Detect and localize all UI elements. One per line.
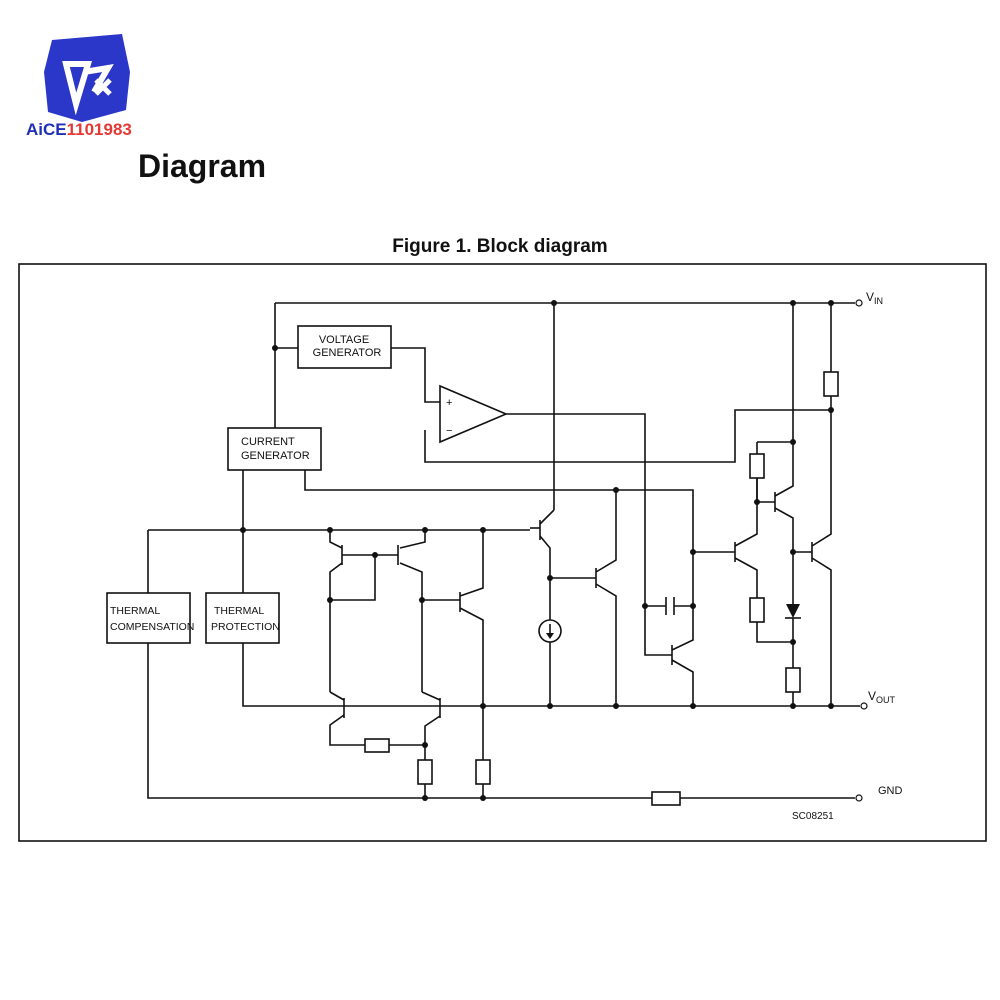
thermal-compensation-block: THERMAL COMPENSATION	[106, 592, 194, 644]
resistors	[364, 371, 839, 806]
vout-terminal: VOUT	[860, 689, 896, 710]
vin-terminal: VIN	[855, 290, 883, 307]
resistor	[651, 791, 681, 806]
gnd-terminal: GND	[855, 785, 903, 802]
opamp-minus-label: −	[446, 425, 452, 437]
resistor	[823, 371, 839, 397]
opamp-triangle	[439, 384, 509, 444]
block-label: GENERATOR	[313, 347, 382, 359]
gnd-label: GND	[878, 785, 903, 797]
resistor	[785, 667, 801, 693]
diagram-frame	[18, 263, 987, 842]
figure-code: SC08251	[792, 811, 834, 822]
block-label: VOLTAGE	[319, 334, 369, 346]
wiring	[147, 302, 860, 799]
resistor	[417, 759, 433, 785]
vout-label: VOUT	[868, 689, 896, 705]
brand-name: AiCE1101983	[26, 120, 132, 140]
junction-dots	[240, 300, 834, 801]
block-label: GENERATOR	[241, 450, 310, 462]
opamp: + −	[439, 384, 509, 444]
resistor	[749, 453, 765, 479]
current-source-icon	[538, 619, 562, 643]
logo-shield-icon	[44, 34, 130, 122]
block-label: PROTECTION	[211, 621, 280, 633]
block-label: THERMAL	[110, 605, 160, 617]
block-label: COMPENSATION	[110, 621, 194, 633]
current-generator-block: CURRENT GENERATOR	[227, 427, 322, 471]
block-label: THERMAL	[214, 605, 264, 617]
opamp-plus-label: +	[446, 397, 452, 409]
voltage-generator-block: VOLTAGE GENERATOR	[297, 325, 392, 369]
resistor	[364, 738, 390, 753]
brand-name-part2: 1101983	[66, 120, 132, 139]
figure-caption: Figure 1. Block diagram	[392, 236, 608, 257]
capacitor-icon	[665, 597, 675, 615]
thermal-protection-block: THERMAL PROTECTION	[205, 592, 280, 644]
resistor	[749, 597, 765, 623]
block-label: CURRENT	[241, 436, 295, 448]
brand-name-part1: AiCE	[26, 120, 67, 139]
diode-icon	[785, 604, 801, 619]
resistor	[475, 759, 491, 785]
page-title: Diagram	[138, 148, 267, 184]
vin-label: VIN	[866, 290, 883, 306]
brand-logo	[22, 32, 162, 147]
